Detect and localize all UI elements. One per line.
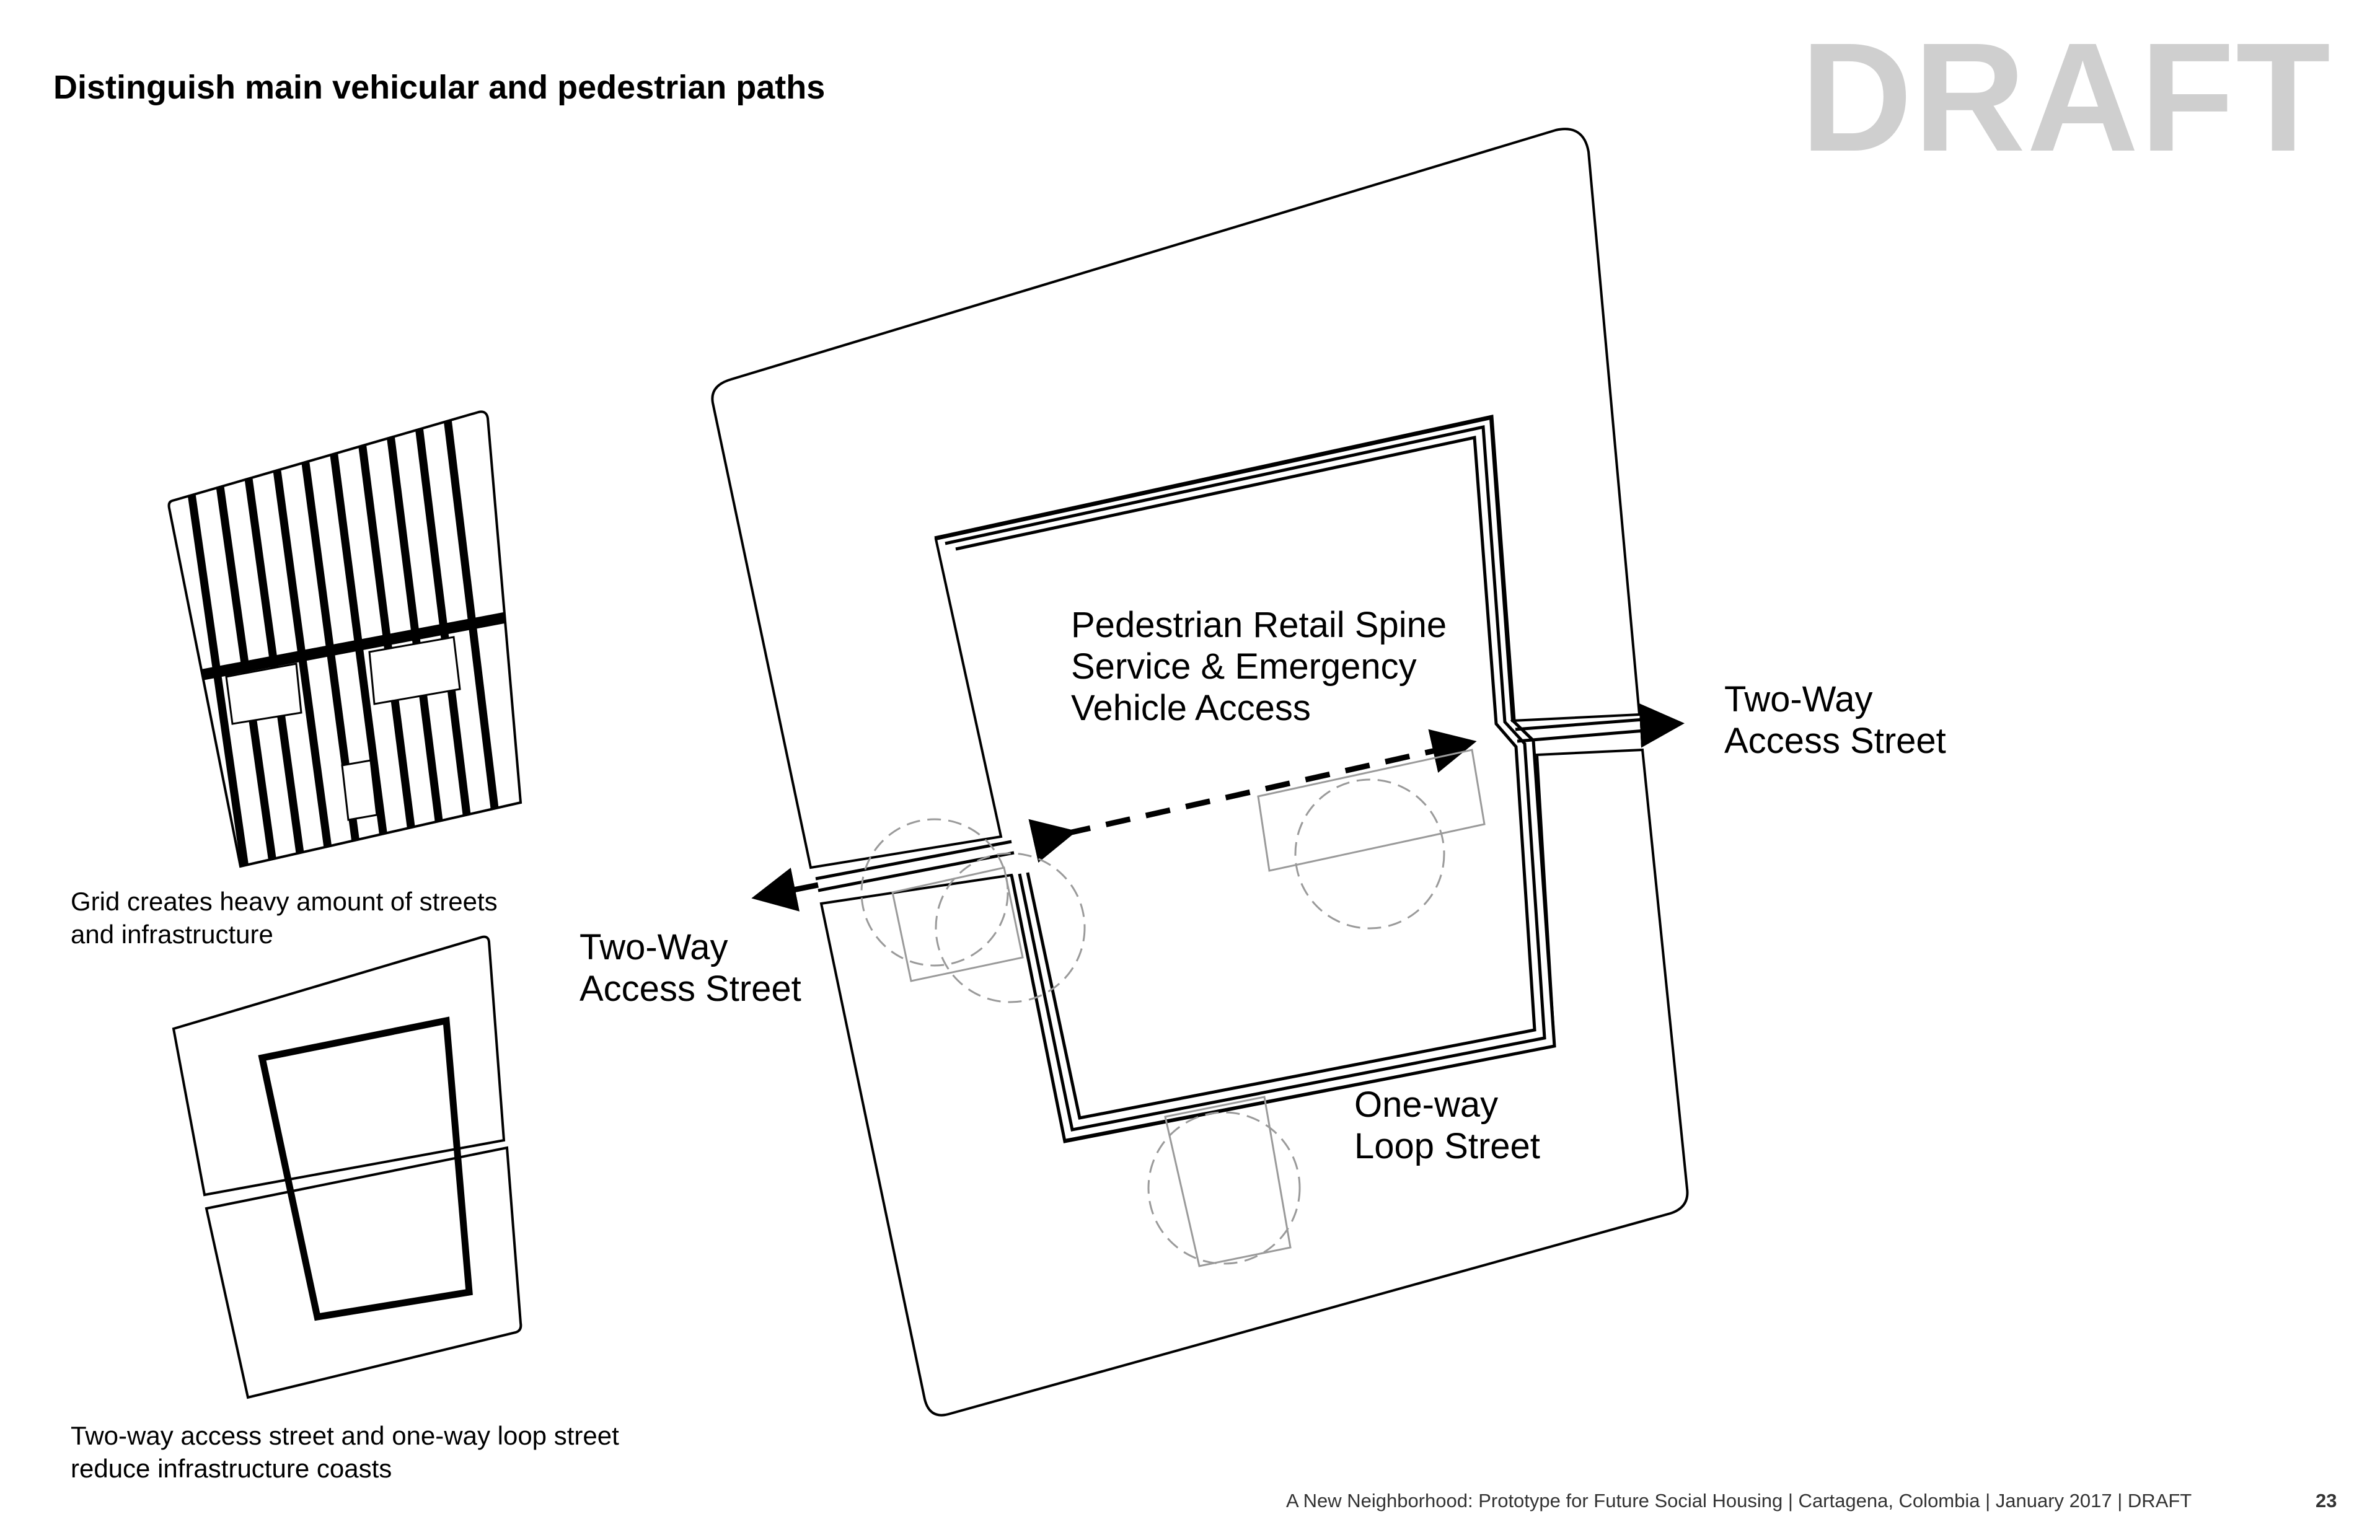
west-access-street [751,840,1015,912]
label-spine-line3: Vehicle Access [1071,688,1311,728]
page-title: Distinguish main vehicular and pedestria… [53,69,826,106]
label-west-line2: Access Street [580,969,801,1009]
page-number: 23 [2316,1490,2337,1511]
main-site-plan: Pedestrian Retail Spine Service & Emerge… [580,128,1946,1417]
label-loop-line1: One-way [1354,1085,1498,1125]
north-parcel [711,128,1641,869]
grid-caption: Grid creates heavy amount of streets and… [71,887,498,949]
grid-plan-diagram [167,410,522,868]
label-spine-line1: Pedestrian Retail Spine [1071,605,1447,645]
draft-watermark: DRAFT [1800,11,2332,183]
grid-streets [187,418,521,866]
footer-text: A New Neighborhood: Prototype for Future… [1286,1490,2192,1511]
loop-caption: Two-way access street and one-way loop s… [71,1421,619,1483]
label-east-line2: Access Street [1724,721,1946,761]
plaza-outlines [891,749,1486,1267]
label-spine-line2: Service & Emergency [1071,646,1417,687]
label-east-line1: Two-Way [1724,679,1873,719]
plaza-circles [860,778,1445,1265]
south-parcel [819,748,1689,1417]
label-loop-line2: Loop Street [1354,1126,1540,1166]
east-access-street [1515,703,1685,748]
pedestrian-spine-arrow [1028,729,1477,863]
label-west-line1: Two-Way [580,927,728,967]
loop-plan-diagram [172,935,522,1399]
loop-street [934,414,1556,1143]
